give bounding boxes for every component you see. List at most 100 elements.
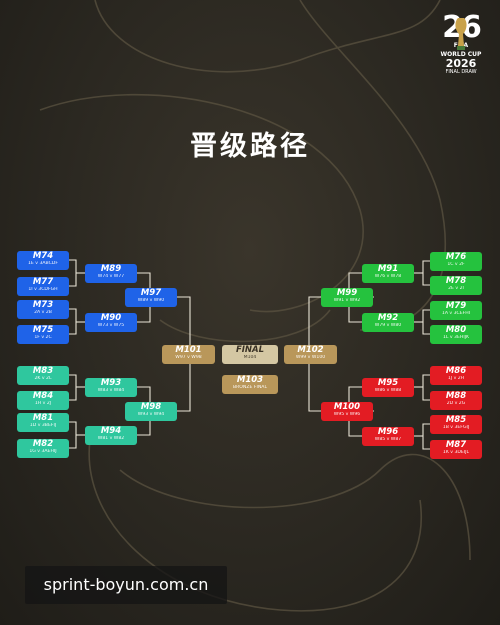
match-teams: W85 v W87 — [374, 437, 402, 442]
match-code: M76 — [445, 252, 467, 262]
match-code: M82 — [32, 439, 54, 449]
match-code: M87 — [445, 440, 467, 450]
match-teams: W74 v W77 — [97, 274, 125, 279]
match-teams: W97 v W98 — [175, 355, 202, 360]
match-code: M99 — [336, 288, 358, 298]
match-teams: 1C v 2F — [447, 262, 465, 267]
match-code: M103 — [236, 375, 264, 385]
match-teams: W81 v W82 — [97, 436, 125, 441]
match-teams: 1K v 3DEIJL — [442, 450, 470, 455]
match-teams: 1L v 3EHIJK — [442, 335, 470, 340]
match-teams: 1B v 3EFGIJ — [442, 425, 470, 430]
match-code: M77 — [32, 277, 54, 287]
match-teams: W86 v W88 — [374, 388, 402, 393]
match-code: M98 — [140, 402, 162, 412]
trophy-icon — [455, 18, 467, 50]
match-teams: 1F v 2C — [34, 335, 52, 340]
match-code: M97 — [140, 288, 162, 298]
match-teams: M104 — [243, 355, 257, 360]
watermark: sprint-boyun.com.cn — [25, 566, 227, 604]
match-code: M90 — [100, 313, 122, 323]
match-teams: 1H v 2J — [34, 401, 52, 406]
match-code: M88 — [445, 391, 467, 401]
match-code: M86 — [445, 366, 467, 376]
match-code: M79 — [445, 301, 467, 311]
match-code: FINAL — [235, 345, 265, 355]
match-code: M84 — [32, 391, 54, 401]
match-teams: W76 v W78 — [374, 274, 402, 279]
match-teams: 2A v 2B — [34, 310, 52, 315]
match-teams: W99 v W100 — [295, 355, 326, 360]
match-teams: 1G v 3AEHIJ — [29, 449, 57, 454]
match-code: M91 — [377, 264, 399, 274]
match-teams: W73 v W75 — [97, 323, 125, 328]
match-code: M92 — [377, 313, 399, 323]
logo-line2: 2026 — [445, 57, 477, 70]
match-code: M83 — [32, 366, 54, 376]
match-code: M89 — [100, 264, 122, 274]
match-code: M102 — [297, 345, 324, 355]
page-title: 晋级路径 — [190, 131, 310, 162]
match-teams: W83 v W84 — [97, 388, 125, 393]
match-code: M81 — [32, 413, 54, 423]
match-code: M80 — [445, 325, 467, 335]
match-code: M74 — [32, 251, 54, 261]
match-teams: 1J v 2H — [447, 376, 465, 381]
match-teams: 1E v 3ABCDF — [28, 261, 58, 266]
match-teams: 2E v 2I — [448, 286, 464, 291]
match-teams: 1A v 3CEFHI — [441, 311, 471, 316]
match-code: M101 — [175, 345, 202, 355]
match-code: M100 — [333, 402, 361, 412]
match-code: M73 — [32, 300, 54, 310]
logo-line3: FINAL DRAW — [445, 69, 477, 75]
match-teams: W89 v W90 — [137, 298, 165, 303]
match-teams: 1D v 3BEFIJ — [29, 423, 57, 428]
match-teams: 1I v 3CDFGH — [28, 287, 58, 292]
match-code: M75 — [32, 325, 54, 335]
match-teams: W93 v W94 — [137, 412, 165, 417]
match-teams: W79 v W80 — [374, 323, 402, 328]
match-teams: 2K v 2L — [34, 376, 52, 381]
match-teams: W95 v W96 — [333, 412, 361, 417]
match-code: M95 — [377, 378, 399, 388]
match-code: M78 — [445, 276, 467, 286]
match-code: M96 — [377, 427, 399, 437]
match-code: M94 — [100, 426, 122, 436]
match-code: M93 — [100, 378, 122, 388]
